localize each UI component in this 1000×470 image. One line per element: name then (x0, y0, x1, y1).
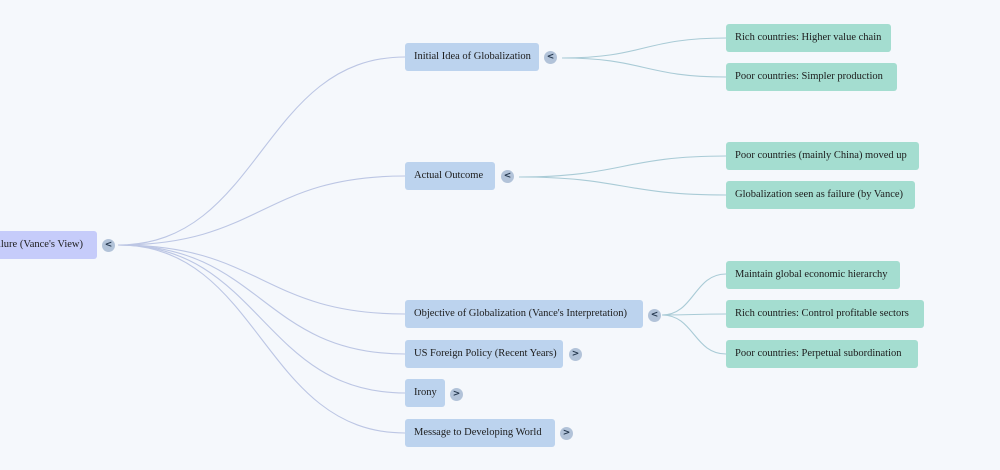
root-node-label: Globalization as Failure (Vance's View) (0, 239, 83, 250)
leaf-node[interactable]: Poor countries: Perpetual subordination (726, 340, 918, 368)
root-branch-link (117, 244, 406, 315)
branch-expand-toggle[interactable]: > (560, 427, 573, 440)
leaf-node[interactable]: Maintain global economic hierarchy (726, 261, 900, 289)
branch-collapse-toggle[interactable]: < (544, 51, 557, 64)
leaf-node-label: Globalization seen as failure (by Vance) (735, 189, 904, 200)
branch-collapse-toggle[interactable]: < (501, 170, 514, 183)
leaf-node[interactable]: Globalization seen as failure (by Vance) (726, 181, 915, 209)
root-branch-link (117, 244, 406, 355)
branch-node-label: US Foreign Policy (Recent Years) (414, 348, 557, 359)
branch-leaf-link (518, 176, 727, 196)
leaf-node-label: Rich countries: Control profitable secto… (735, 308, 909, 319)
branch-node-label: Message to Developing World (414, 427, 542, 438)
leaf-node[interactable]: Poor countries (mainly China) moved up (726, 142, 919, 170)
root-branch-link (117, 244, 406, 434)
leaf-node-label: Poor countries: Simpler production (735, 71, 883, 82)
branch-leaf-link (561, 37, 727, 59)
root-branch-link (117, 175, 406, 246)
leaf-node[interactable]: Poor countries: Simpler production (726, 63, 897, 91)
root-collapse-toggle[interactable]: < (102, 239, 115, 252)
branch-node-us-foreign-policy[interactable]: US Foreign Policy (Recent Years) (405, 340, 563, 368)
leaf-node[interactable]: Rich countries: Control profitable secto… (726, 300, 924, 328)
leaf-node-label: Rich countries: Higher value chain (735, 32, 882, 43)
branch-leaf-link (661, 314, 727, 355)
leaf-node-label: Maintain global economic hierarchy (735, 269, 888, 280)
leaf-node-label: Poor countries (mainly China) moved up (735, 150, 907, 161)
root-branch-link (117, 244, 406, 394)
branch-node-label: Objective of Globalization (Vance's Inte… (414, 308, 627, 319)
branch-node-label: Irony (414, 387, 437, 398)
branch-node-actual-outcome[interactable]: Actual Outcome (405, 162, 495, 190)
leaf-node-label: Poor countries: Perpetual subordination (735, 348, 902, 359)
root-branch-link (117, 56, 406, 246)
branch-node-label: Actual Outcome (414, 170, 484, 181)
branch-node-label: Initial Idea of Globalization (414, 51, 531, 62)
branch-node-objective[interactable]: Objective of Globalization (Vance's Inte… (405, 300, 643, 328)
branch-leaf-link (661, 313, 727, 316)
branch-node-irony[interactable]: Irony (405, 379, 445, 407)
leaf-node[interactable]: Rich countries: Higher value chain (726, 24, 891, 52)
branch-expand-toggle[interactable]: > (450, 388, 463, 401)
branch-leaf-link (518, 155, 727, 178)
branch-leaf-link (561, 57, 727, 78)
branch-leaf-link (661, 273, 727, 316)
branch-expand-toggle[interactable]: > (569, 348, 582, 361)
root-node[interactable]: Globalization as Failure (Vance's View) (0, 231, 97, 259)
branch-node-message[interactable]: Message to Developing World (405, 419, 555, 447)
branch-node-initial-idea[interactable]: Initial Idea of Globalization (405, 43, 539, 71)
branch-collapse-toggle[interactable]: < (648, 309, 661, 322)
